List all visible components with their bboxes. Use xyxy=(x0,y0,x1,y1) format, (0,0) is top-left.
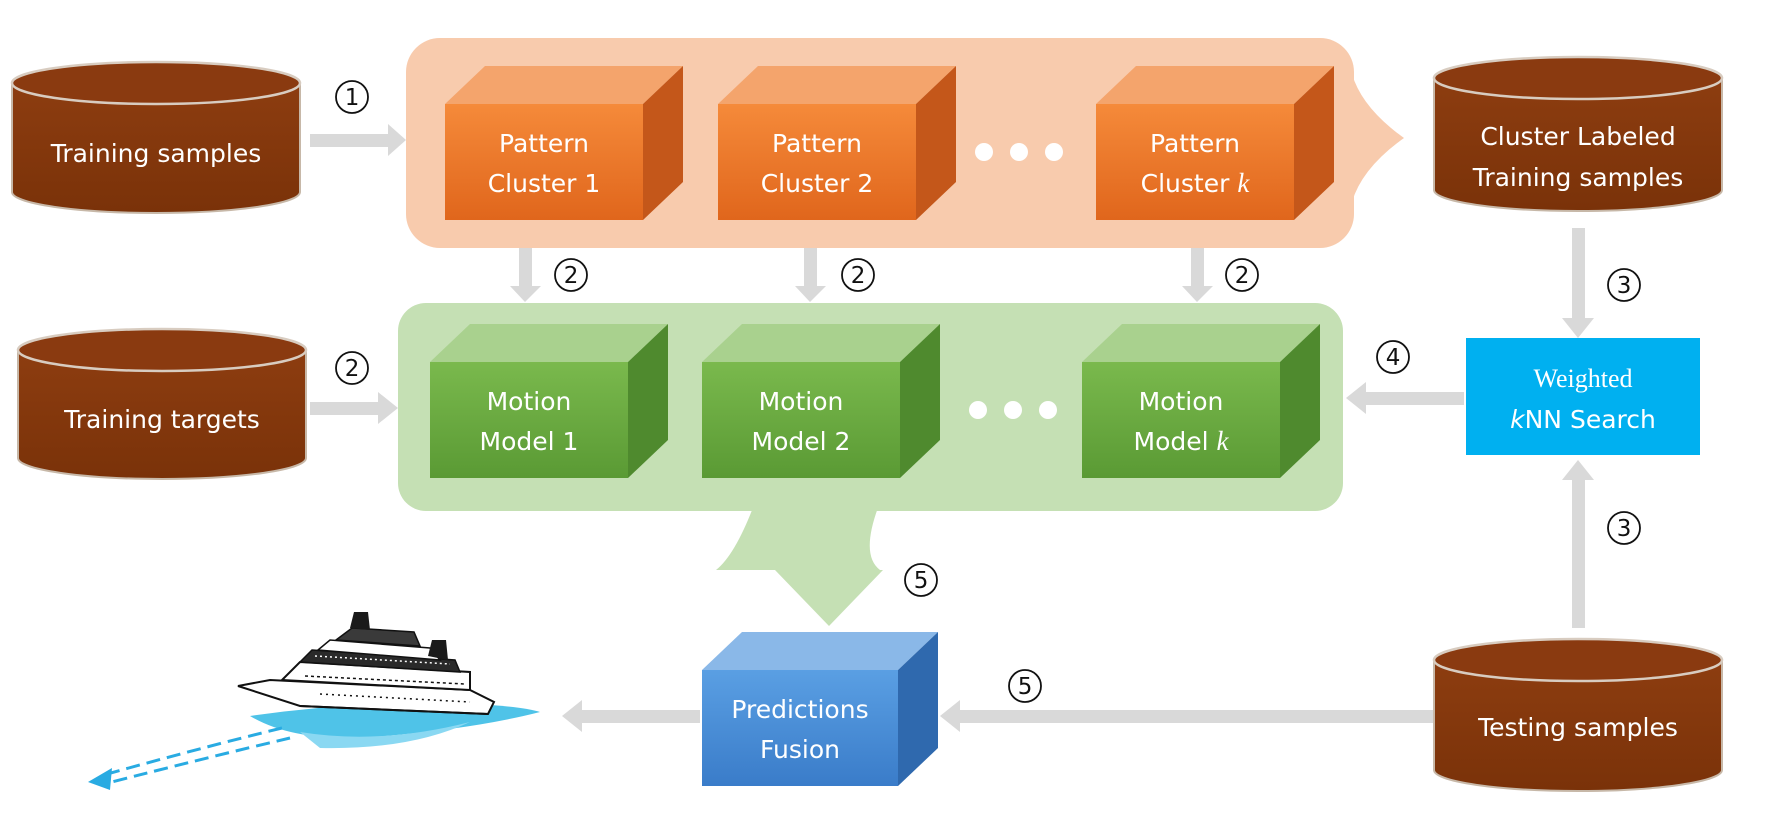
arrow-knn-to-models xyxy=(1346,382,1464,414)
knn-line2: kNN Search xyxy=(1510,405,1656,434)
cluster-labeled-label-line2: Training samples xyxy=(1472,163,1684,192)
cluster-ellipsis xyxy=(975,143,1063,161)
svg-text:3: 3 xyxy=(1617,516,1632,542)
step-marker-3a: 3 xyxy=(1607,268,1641,302)
pattern-cluster-k: Pattern Cluster k xyxy=(1096,66,1334,220)
training-targets-label: Training targets xyxy=(63,405,260,434)
cluster-1-line2: Cluster 1 xyxy=(488,169,601,198)
svg-text:5: 5 xyxy=(1018,674,1033,700)
cluster-labeled-label-line1: Cluster Labeled xyxy=(1480,122,1675,151)
motion-model-1: Motion Model 1 xyxy=(430,324,668,478)
step-marker-3b: 3 xyxy=(1607,511,1641,545)
arrow-testing-to-fusion xyxy=(940,700,1438,732)
fusion-line1: Predictions xyxy=(731,695,868,724)
pattern-cluster-2: Pattern Cluster 2 xyxy=(718,66,956,220)
arrow-labeled-to-knn xyxy=(1562,228,1594,338)
knn-line1: Weighted xyxy=(1534,364,1633,393)
cluster-2-line1: Pattern xyxy=(772,129,862,158)
cluster-1-line1: Pattern xyxy=(499,129,589,158)
step-marker-4: 4 xyxy=(1376,340,1410,374)
arrow-cluster1-to-model1 xyxy=(510,248,541,302)
testing-samples-label: Testing samples xyxy=(1477,713,1678,742)
step-marker-2d: 2 xyxy=(1225,258,1259,292)
arrow-cluster2-to-model2 xyxy=(795,248,826,302)
connector-arrows xyxy=(310,124,1594,732)
step-marker-1: 1 xyxy=(335,80,369,114)
svg-text:2: 2 xyxy=(1235,263,1250,289)
svg-text:5: 5 xyxy=(914,568,929,594)
knn-search-box: Weighted kNN Search xyxy=(1466,338,1700,455)
arrow-samples-to-clusters xyxy=(310,124,406,156)
step-marker-2c: 2 xyxy=(841,258,875,292)
svg-text:2: 2 xyxy=(851,263,866,289)
model-2-line1: Motion xyxy=(759,387,844,416)
model-1-line2: Model 1 xyxy=(480,427,579,456)
svg-text:3: 3 xyxy=(1617,273,1632,299)
step-marker-5b: 5 xyxy=(1008,669,1042,703)
store-testing-samples: Testing samples xyxy=(1432,637,1724,792)
arrow-clusterk-to-modelk xyxy=(1182,248,1213,302)
arrow-testing-to-knn xyxy=(1562,460,1594,628)
fusion-line2: Fusion xyxy=(760,735,840,764)
motion-model-k: Motion Model k xyxy=(1082,324,1320,478)
cluster-k-line2: Cluster k xyxy=(1141,168,1251,198)
arrow-fusion-to-ship xyxy=(562,700,700,732)
cluster-2-line2: Cluster 2 xyxy=(761,169,874,198)
svg-text:2: 2 xyxy=(564,263,579,289)
model-1-line1: Motion xyxy=(487,387,572,416)
model-ellipsis xyxy=(969,401,1057,419)
pattern-cluster-1: Pattern Cluster 1 xyxy=(445,66,683,220)
step-marker-2b: 2 xyxy=(554,258,588,292)
arrow-targets-to-models xyxy=(310,392,398,424)
svg-text:1: 1 xyxy=(345,85,360,111)
training-samples-label: Training samples xyxy=(50,139,262,168)
model-k-line1: Motion xyxy=(1139,387,1224,416)
store-training-samples: Training samples xyxy=(10,60,302,214)
store-cluster-labeled: Cluster Labeled Training samples xyxy=(1432,55,1724,212)
cruise-ship-icon xyxy=(88,612,540,790)
model-k-line2: Model k xyxy=(1134,426,1230,456)
step-marker-2a: 2 xyxy=(335,351,369,385)
svg-text:4: 4 xyxy=(1386,345,1401,371)
step-marker-5a: 5 xyxy=(904,563,938,597)
predictions-fusion: Predictions Fusion xyxy=(702,632,938,786)
cluster-k-line1: Pattern xyxy=(1150,129,1240,158)
motion-model-2: Motion Model 2 xyxy=(702,324,940,478)
svg-text:2: 2 xyxy=(345,356,360,382)
model-2-line2: Model 2 xyxy=(752,427,851,456)
store-training-targets: Training targets xyxy=(16,327,308,480)
